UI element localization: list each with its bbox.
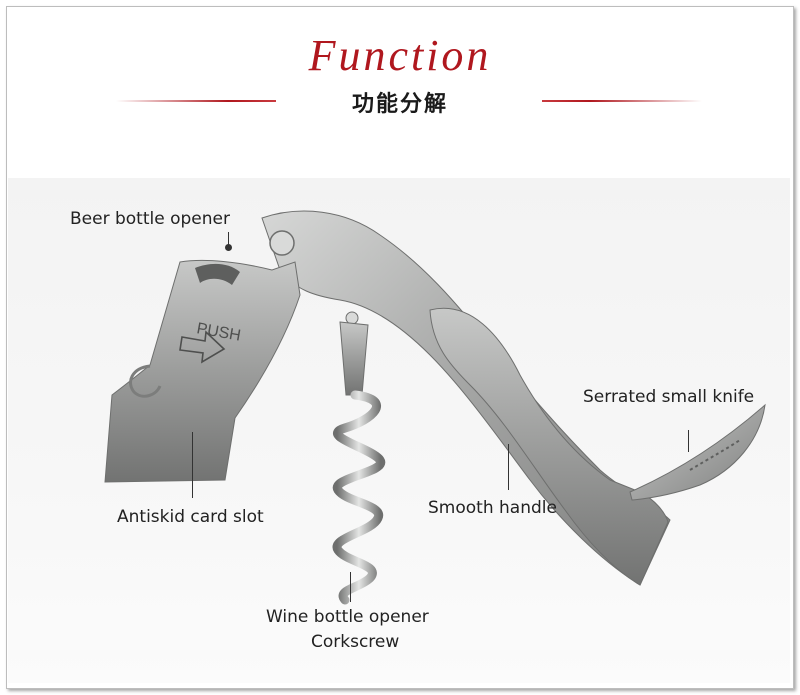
handle-panel xyxy=(429,307,669,586)
callout-wine-bottle-opener: Wine bottle opener xyxy=(266,607,429,627)
serrated-knife-blade xyxy=(629,403,766,501)
knife-serration xyxy=(689,439,741,471)
callout-corkscrew: Corkscrew xyxy=(311,632,400,652)
callout-antiskid-card-slot: Antiskid card slot xyxy=(117,507,264,527)
callout-smooth-handle: Smooth handle xyxy=(428,498,557,518)
push-arrow-icon xyxy=(179,330,226,364)
push-stamp: PUSH xyxy=(179,320,242,364)
leader-beer-bottle-opener xyxy=(228,232,229,248)
corkscrew-spiral xyxy=(332,390,386,605)
leader-antiskid-card-slot xyxy=(192,432,193,498)
worm-neck xyxy=(339,321,369,396)
middle-rivet xyxy=(345,311,359,325)
bottle-cap-lip xyxy=(195,263,240,285)
lever-arm xyxy=(104,259,301,483)
callout-serrated-small-knife: Serrated small knife xyxy=(583,387,755,407)
title-rule-left xyxy=(116,100,276,102)
page-subtitle: 功能分解 xyxy=(351,92,448,117)
hinge-rivet xyxy=(269,230,295,256)
leader-serrated-small-knife xyxy=(688,430,689,452)
leader-smooth-handle xyxy=(508,444,509,490)
callout-beer-bottle-opener: Beer bottle opener xyxy=(70,209,230,229)
title-rule-right xyxy=(542,100,702,102)
page-title: Function xyxy=(308,31,492,80)
leader-dot-beer-bottle-opener xyxy=(225,244,232,251)
keyring-loop xyxy=(129,364,162,398)
leader-wine-bottle-opener xyxy=(350,572,351,602)
